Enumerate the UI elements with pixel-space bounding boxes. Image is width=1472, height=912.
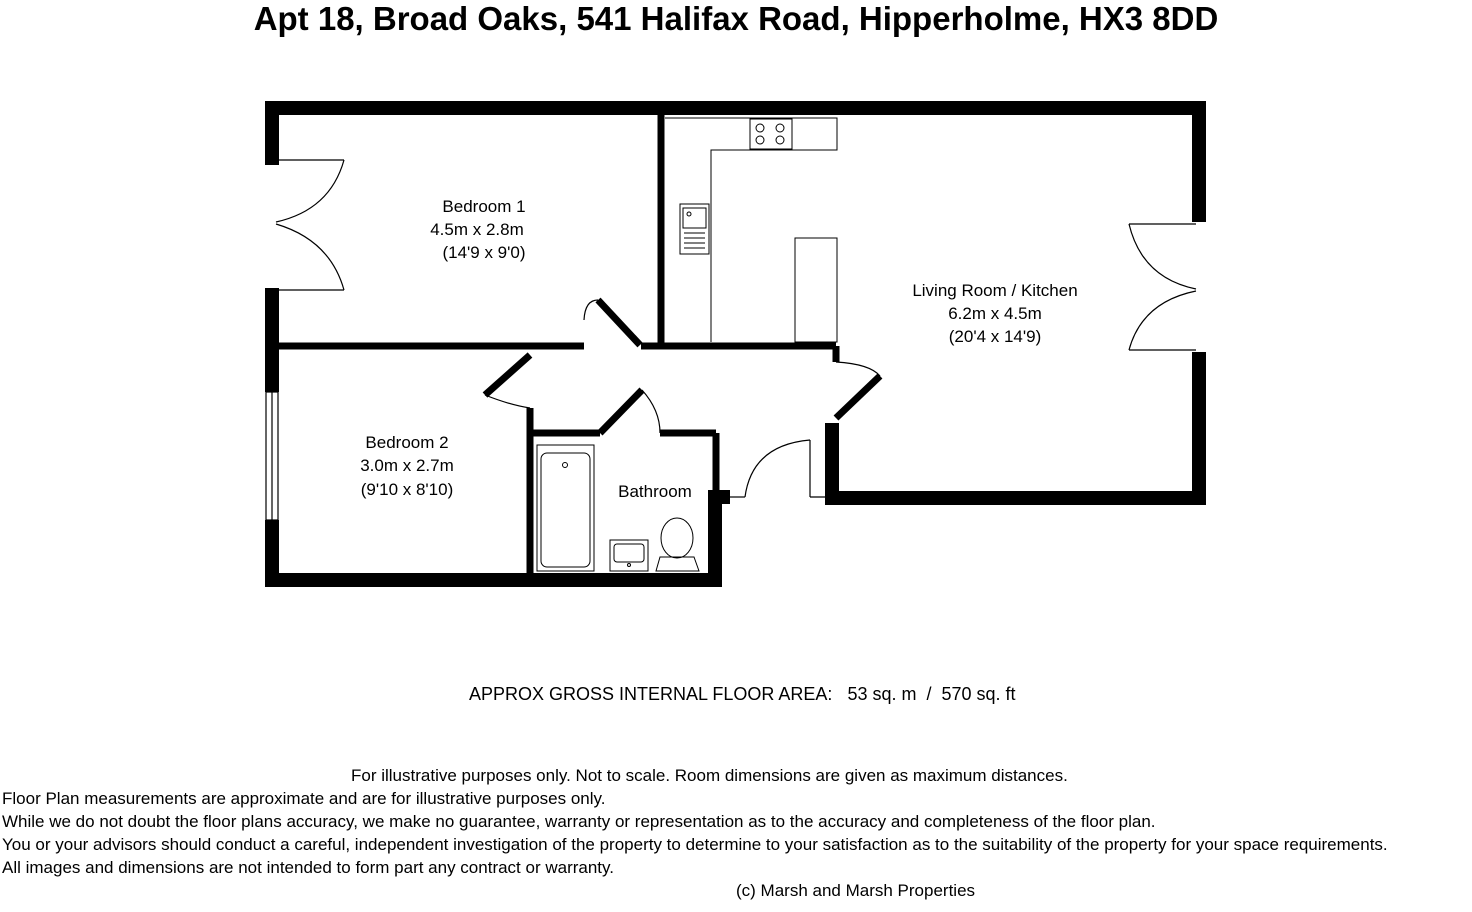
room-imperial-living: (20'4 x 14'9)	[949, 327, 1042, 346]
room-metric-living: 6.2m x 4.5m	[948, 304, 1042, 323]
wall-bath-door-jamb	[597, 387, 645, 436]
hob-icon	[749, 118, 793, 150]
walls	[265, 101, 1206, 587]
floor-area-imperial: 570 sq. ft	[941, 684, 1016, 704]
wall-right-lower	[825, 352, 1206, 505]
door-swing-bedroom1	[583, 299, 599, 321]
room-metric-bedroom1: 4.5m x 2.8m	[430, 220, 524, 239]
kitchen-worktop	[665, 117, 838, 342]
wall-top	[265, 101, 1206, 222]
toilet-icon	[655, 517, 700, 572]
door-swing-hall	[835, 361, 881, 377]
room-label-living: Living Room / Kitchen 6.2m x 4.5m (20'4 …	[912, 281, 1077, 346]
bathtub-icon	[536, 444, 595, 572]
door-swing-bathroom	[641, 389, 661, 434]
wall-bed1-door-jamb	[595, 297, 643, 348]
kitchen-units	[665, 117, 838, 343]
door-swing-entrance	[744, 439, 811, 498]
internal-walls	[276, 112, 883, 576]
room-metric-bedroom2: 3.0m x 2.7m	[360, 456, 454, 475]
wall-left-bottom	[265, 490, 730, 587]
disclaimer-line-2: Floor Plan measurements are approximate …	[2, 789, 606, 808]
basin-icon	[609, 539, 649, 572]
room-imperial-bedroom2: (9'10 x 8'10)	[361, 480, 454, 499]
room-name-bathroom: Bathroom	[618, 482, 692, 501]
floor-area-label: APPROX GROSS INTERNAL FLOOR AREA:	[469, 684, 833, 704]
disclaimer-line-4: You or your advisors should conduct a ca…	[2, 835, 1388, 854]
wall-bedroom2-door-jamb	[482, 352, 533, 398]
room-label-bedroom1: Bedroom 1 4.5m x 2.8m (14'9 x 9'0)	[430, 197, 525, 262]
french-door-bedroom1	[275, 159, 345, 291]
page-title: Apt 18, Broad Oaks, 541 Halifax Road, Hi…	[253, 0, 1219, 37]
floor-area: APPROX GROSS INTERNAL FLOOR AREA: 53 sq.…	[469, 684, 1016, 704]
disclaimer-line-5: All images and dimensions are not intend…	[2, 858, 614, 877]
disclaimer-line-1: For illustrative purposes only. Not to s…	[351, 766, 1068, 785]
window-bedroom2	[265, 391, 279, 521]
french-door-living	[1128, 223, 1197, 351]
room-imperial-bedroom1: (14'9 x 9'0)	[442, 243, 525, 262]
floor-area-metric: 53 sq. m	[847, 684, 917, 704]
room-name-living: Living Room / Kitchen	[912, 281, 1077, 300]
disclaimer-line-3: While we do not doubt the floor plans ac…	[2, 812, 1156, 831]
door-swing-bedroom2	[484, 394, 531, 409]
door-swings	[484, 299, 881, 498]
room-name-bedroom1: Bedroom 1	[442, 197, 525, 216]
wall-hall-door-jamb	[833, 373, 883, 421]
kitchen-island	[794, 237, 838, 343]
room-name-bedroom2: Bedroom 2	[365, 433, 448, 452]
copyright: (c) Marsh and Marsh Properties	[736, 881, 976, 900]
kitchen-sink-icon	[679, 203, 710, 255]
room-label-bedroom2: Bedroom 2 3.0m x 2.7m (9'10 x 8'10)	[360, 433, 454, 499]
